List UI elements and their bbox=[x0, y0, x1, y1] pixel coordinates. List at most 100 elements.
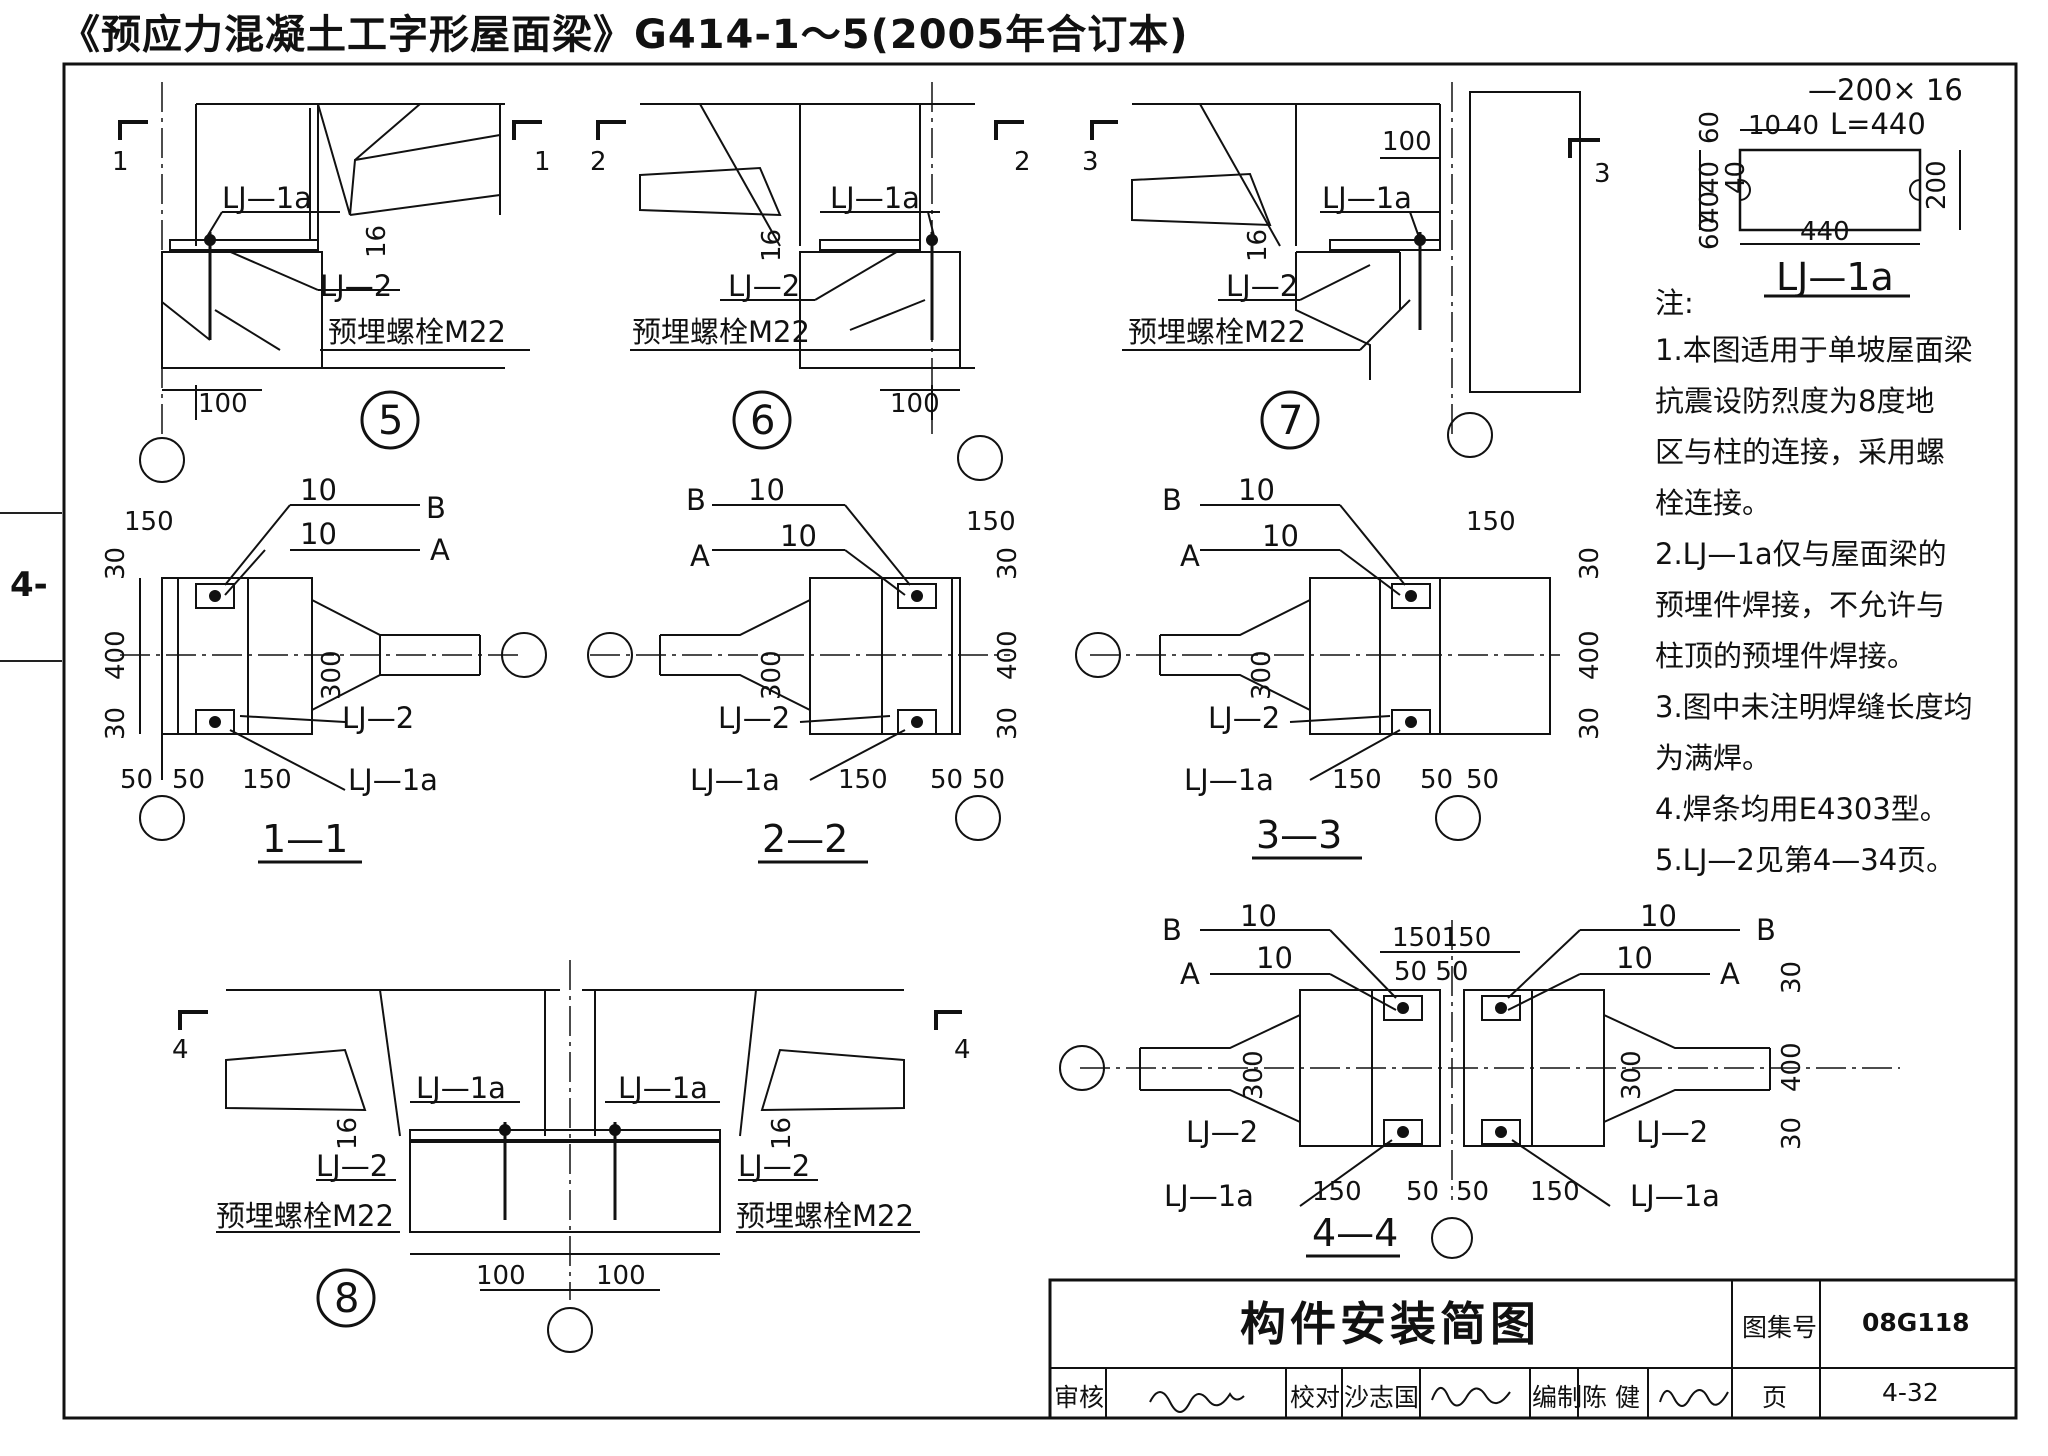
compiler-signature bbox=[1659, 1389, 1729, 1407]
note-line: 5.LJ—2见第4—34页。 bbox=[1655, 843, 1956, 877]
svg-text:16: 16 bbox=[1243, 229, 1273, 262]
svg-text:4: 4 bbox=[172, 1035, 189, 1065]
detail-5: 1 1 100 LJ—1a LJ—2 预埋螺栓M22 16 5 bbox=[112, 82, 551, 483]
svg-text:40: 40 bbox=[1786, 111, 1819, 141]
svg-text:LJ—1a: LJ—1a bbox=[348, 763, 438, 797]
svg-text:30: 30 bbox=[101, 707, 131, 740]
plate-name: LJ—1a bbox=[1776, 255, 1894, 299]
side-divider-bottom bbox=[0, 660, 62, 662]
svg-text:400: 400 bbox=[993, 630, 1023, 680]
label-bolt-5: 预埋螺栓M22 bbox=[328, 315, 506, 349]
svg-text:400: 400 bbox=[101, 630, 131, 680]
svg-text:10: 10 bbox=[1616, 941, 1653, 975]
detail-6: 2 2 100 LJ—1a LJ—2 预埋螺栓M22 16 6 bbox=[590, 82, 1031, 481]
label-bolt-6: 预埋螺栓M22 bbox=[632, 315, 810, 349]
svg-text:60: 60 bbox=[1695, 217, 1725, 250]
svg-text:10: 10 bbox=[780, 519, 817, 553]
detail-7: 3 3 100 LJ—1a LJ—2 预埋螺栓M22 16 7 bbox=[1082, 82, 1611, 458]
svg-text:50: 50 bbox=[1420, 765, 1453, 795]
callout-7 bbox=[1260, 390, 1320, 450]
svg-text:LJ—2: LJ—2 bbox=[738, 1149, 810, 1183]
plate-spec: —200× 16 bbox=[1808, 73, 1963, 107]
svg-text:16: 16 bbox=[333, 1117, 363, 1150]
note-line: 2.LJ—1a仅与屋面梁的 bbox=[1655, 537, 1947, 571]
notes-panel: 注: 1.本图适用于单坡屋面梁 抗震设防烈度为8度地 区与柱的连接，采用螺 栓连… bbox=[1655, 278, 1995, 886]
section-3-3: B A 10 10 150 30 400 30 300 LJ—2 LJ—1a 1… bbox=[1075, 473, 1605, 860]
svg-text:3: 3 bbox=[1082, 147, 1099, 177]
svg-text:40: 40 bbox=[1721, 161, 1751, 194]
drawing-title: 构件安装简图 bbox=[1240, 1297, 1540, 1351]
svg-text:16: 16 bbox=[757, 229, 787, 262]
svg-text:150: 150 bbox=[242, 765, 292, 795]
svg-text:30: 30 bbox=[1777, 1117, 1807, 1150]
svg-text:10: 10 bbox=[300, 473, 337, 507]
svg-text:10: 10 bbox=[300, 517, 337, 551]
page-label: 页 bbox=[1762, 1383, 1788, 1412]
label-lj1a-7: LJ—1a bbox=[1322, 181, 1412, 215]
svg-text:A: A bbox=[690, 539, 710, 573]
svg-text:100: 100 bbox=[1382, 127, 1432, 157]
section-1-1: 50 50 150 150 30 400 30 300 10 10 B A LJ… bbox=[101, 473, 547, 864]
svg-text:150: 150 bbox=[1466, 507, 1516, 537]
svg-text:LJ—1a: LJ—1a bbox=[1184, 763, 1274, 797]
svg-text:预埋螺栓M22: 预埋螺栓M22 bbox=[736, 1199, 914, 1233]
svg-text:30: 30 bbox=[101, 547, 131, 580]
svg-text:B: B bbox=[686, 483, 706, 517]
svg-text:150: 150 bbox=[1530, 1177, 1580, 1207]
callout-8 bbox=[316, 1268, 376, 1328]
svg-text:100: 100 bbox=[890, 389, 940, 419]
plate-detail-lj1a: —200× 16 L=440 10 40 60 40 40 40 60 200 … bbox=[1695, 73, 1963, 299]
svg-text:150: 150 bbox=[1312, 1177, 1362, 1207]
label-lj2-7: LJ—2 bbox=[1226, 269, 1298, 303]
svg-text:LJ—2: LJ—2 bbox=[718, 701, 790, 735]
svg-text:300: 300 bbox=[1617, 1050, 1647, 1100]
svg-text:50: 50 bbox=[1466, 765, 1499, 795]
svg-text:40: 40 bbox=[1695, 191, 1725, 224]
svg-text:50: 50 bbox=[1406, 1177, 1439, 1207]
section-label-1-1: 1—1 bbox=[262, 817, 348, 861]
svg-text:50 50: 50 50 bbox=[1394, 957, 1468, 987]
section-label-3-3: 3—3 bbox=[1256, 813, 1342, 857]
svg-text:10: 10 bbox=[1640, 899, 1677, 933]
svg-text:B: B bbox=[1756, 913, 1776, 947]
svg-text:300: 300 bbox=[1247, 650, 1277, 700]
section-mark-1-right: 1 bbox=[534, 147, 551, 177]
svg-text:30: 30 bbox=[993, 707, 1023, 740]
section-label-4-4: 4—4 bbox=[1312, 1211, 1398, 1255]
atlas-label: 图集号 bbox=[1742, 1313, 1818, 1342]
svg-text:10: 10 bbox=[748, 473, 785, 507]
notes-heading: 注: bbox=[1655, 286, 1694, 320]
svg-text:40: 40 bbox=[1695, 161, 1725, 194]
svg-text:7: 7 bbox=[1278, 398, 1303, 444]
svg-text:150: 150 bbox=[966, 507, 1016, 537]
svg-text:4: 4 bbox=[954, 1035, 971, 1065]
review-label: 审核 bbox=[1054, 1383, 1105, 1412]
reviewer-signature bbox=[1149, 1391, 1245, 1413]
svg-text:2: 2 bbox=[1014, 147, 1031, 177]
svg-text:LJ—1a: LJ—1a bbox=[1630, 1179, 1720, 1213]
callout-6 bbox=[732, 390, 792, 450]
check-label: 校对 bbox=[1290, 1383, 1341, 1412]
svg-text:100: 100 bbox=[476, 1261, 526, 1291]
note-line: 3.图中未注明焊缝长度均 bbox=[1655, 690, 1973, 724]
svg-text:LJ—2: LJ—2 bbox=[342, 701, 414, 735]
label-lj1a-6: LJ—1a bbox=[830, 181, 920, 215]
side-divider-top bbox=[0, 512, 62, 514]
note-line: 区与柱的连接，采用螺 bbox=[1655, 435, 1946, 469]
note-line: 柱顶的预埋件焊接。 bbox=[1655, 639, 1917, 673]
svg-text:LJ—1a: LJ—1a bbox=[1164, 1179, 1254, 1213]
svg-text:10: 10 bbox=[1256, 941, 1293, 975]
note-line: 栓连接。 bbox=[1655, 486, 1772, 520]
svg-text:150: 150 bbox=[1332, 765, 1382, 795]
page-title: 《预应力混凝土工字形屋面梁》G414-1～5(2005年合订本) bbox=[60, 12, 1189, 58]
svg-text:LJ—1a: LJ—1a bbox=[690, 763, 780, 797]
svg-text:B: B bbox=[426, 491, 446, 525]
detail-8: 4 4 100 100 LJ—1a LJ—1a LJ—2 LJ—2 预埋螺栓M2… bbox=[172, 960, 971, 1353]
title-block-frame bbox=[1048, 1278, 2018, 1420]
svg-text:LJ—2: LJ—2 bbox=[1636, 1115, 1708, 1149]
svg-text:A: A bbox=[430, 533, 450, 567]
label-lj1a-5: LJ—1a bbox=[222, 181, 312, 215]
checker-name: 沙志国 bbox=[1344, 1383, 1420, 1412]
svg-text:B: B bbox=[1162, 483, 1182, 517]
